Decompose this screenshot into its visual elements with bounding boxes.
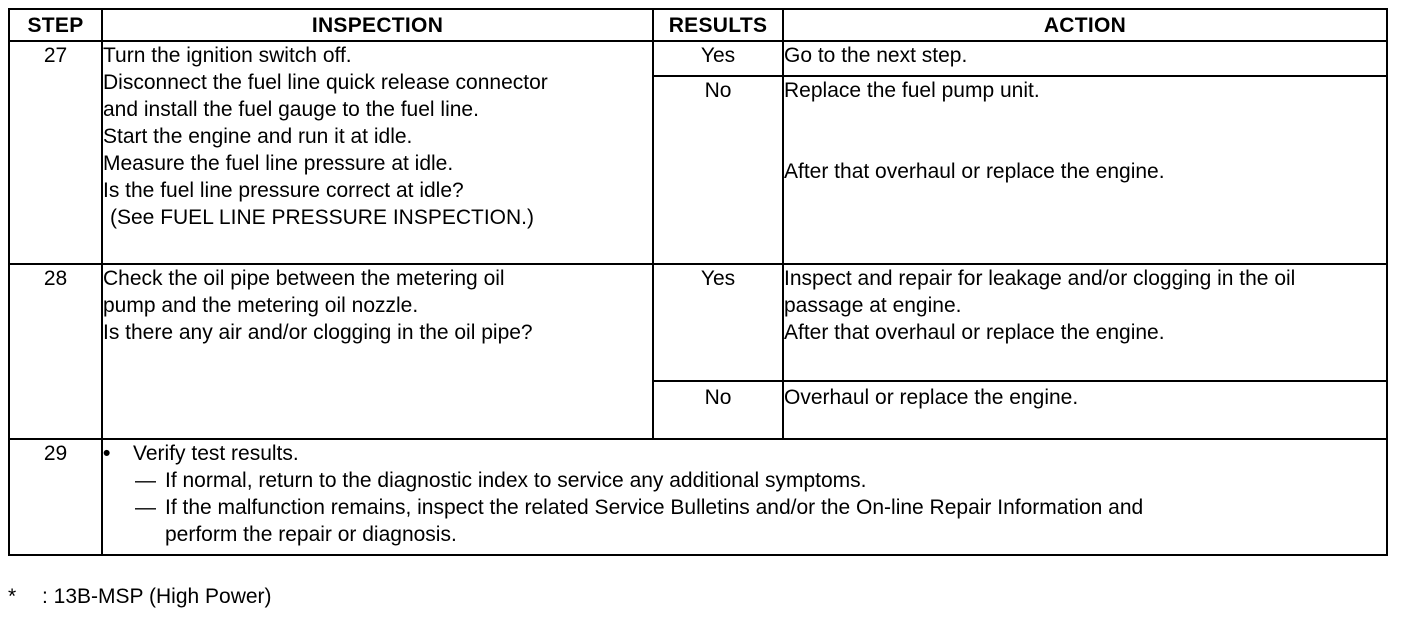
inspection-cell: Turn the ignition switch off. Disconnect…: [101, 40, 654, 265]
result-cell: No: [652, 380, 784, 440]
step-number: 27: [8, 40, 103, 265]
action-line: passage at engine.: [784, 294, 962, 317]
sub-item-continuation: perform the repair or diagnosis.: [165, 523, 457, 546]
sub-item: — If the malfunction remains, inspect the…: [103, 494, 1386, 521]
action-line: Overhaul or replace the engine.: [784, 386, 1079, 409]
action-line: Inspect and repair for leakage and/or cl…: [784, 267, 1296, 290]
table-row: 28 Check the oil pipe between the meteri…: [8, 263, 1388, 440]
table-row: No Replace the fuel pump unit. After tha…: [9, 75, 1388, 265]
result-cell: No: [652, 75, 784, 265]
header-action: ACTION: [782, 8, 1388, 42]
action-line: Replace the fuel pump unit.: [784, 79, 1040, 102]
action-cell: Go to the next step.: [782, 40, 1388, 77]
table-row: 29 • Verify test results. — If normal, ret…: [8, 438, 1388, 556]
table-row: No Overhaul or replace the engine.: [9, 380, 1388, 440]
inspection-line: pump and the metering oil nozzle.: [103, 294, 419, 317]
inspection-line: Is there any air and/or clogging in the …: [103, 321, 533, 344]
inspection-line: Disconnect the fuel line quick release c…: [103, 71, 548, 94]
action-spacer: [784, 104, 1386, 158]
dash-icon: —: [135, 496, 156, 519]
action-line: Go to the next step.: [784, 44, 968, 67]
header-results: RESULTS: [652, 8, 784, 42]
inspection-line: (See FUEL LINE PRESSURE INSPECTION.): [110, 206, 534, 229]
action-cell: Overhaul or replace the engine.: [782, 380, 1388, 440]
sub-item-text: If normal, return to the diagnostic inde…: [165, 469, 867, 492]
inspection-line: Is the fuel line pressure correct at idl…: [103, 179, 464, 202]
sub-item-text: If the malfunction remains, inspect the …: [165, 496, 1144, 519]
action-line: After that overhaul or replace the engin…: [784, 321, 1165, 344]
bullet-item: • Verify test results.: [103, 440, 1386, 467]
header-step: STEP: [8, 8, 103, 42]
inspection-line: Measure the fuel line pressure at idle.: [103, 152, 454, 175]
bullet-text: Verify test results.: [133, 442, 299, 465]
table-row: 27 Turn the ignition switch off. Disconn…: [8, 40, 1388, 265]
inspection-line: Turn the ignition switch off.: [103, 44, 352, 67]
action-cell: Inspect and repair for leakage and/or cl…: [782, 263, 1388, 382]
footnote-text: : 13B-MSP (High Power): [42, 585, 272, 608]
action-cell: Replace the fuel pump unit. After that o…: [782, 75, 1388, 265]
diagnostic-procedure-table-container: STEP INSPECTION RESULTS ACTION 27 Turn t…: [8, 8, 1388, 556]
footnote-marker: *: [8, 585, 17, 608]
final-step-cell: • Verify test results. — If normal, return…: [101, 438, 1388, 556]
bullet-icon: •: [103, 442, 111, 465]
step-number: 28: [8, 263, 103, 440]
inspection-line: and install the fuel gauge to the fuel l…: [103, 98, 479, 121]
sub-item: — If normal, return to the diagnostic ind…: [103, 467, 1386, 494]
inspection-cell: Check the oil pipe between the metering …: [101, 263, 654, 440]
inspection-line: Start the engine and run it at idle.: [103, 125, 413, 148]
dash-icon: —: [135, 469, 156, 492]
result-cell: Yes: [652, 40, 784, 77]
header-inspection: INSPECTION: [101, 8, 654, 42]
inspection-line: Check the oil pipe between the metering …: [103, 267, 505, 290]
table-header-row: STEP INSPECTION RESULTS ACTION: [8, 8, 1388, 42]
step-number: 29: [8, 438, 103, 556]
result-cell: Yes: [652, 263, 784, 382]
diagnostic-procedure-table: STEP INSPECTION RESULTS ACTION 27 Turn t…: [8, 8, 1388, 556]
footnote: * : 13B-MSP (High Power): [8, 583, 272, 610]
action-line: After that overhaul or replace the engin…: [784, 160, 1165, 183]
